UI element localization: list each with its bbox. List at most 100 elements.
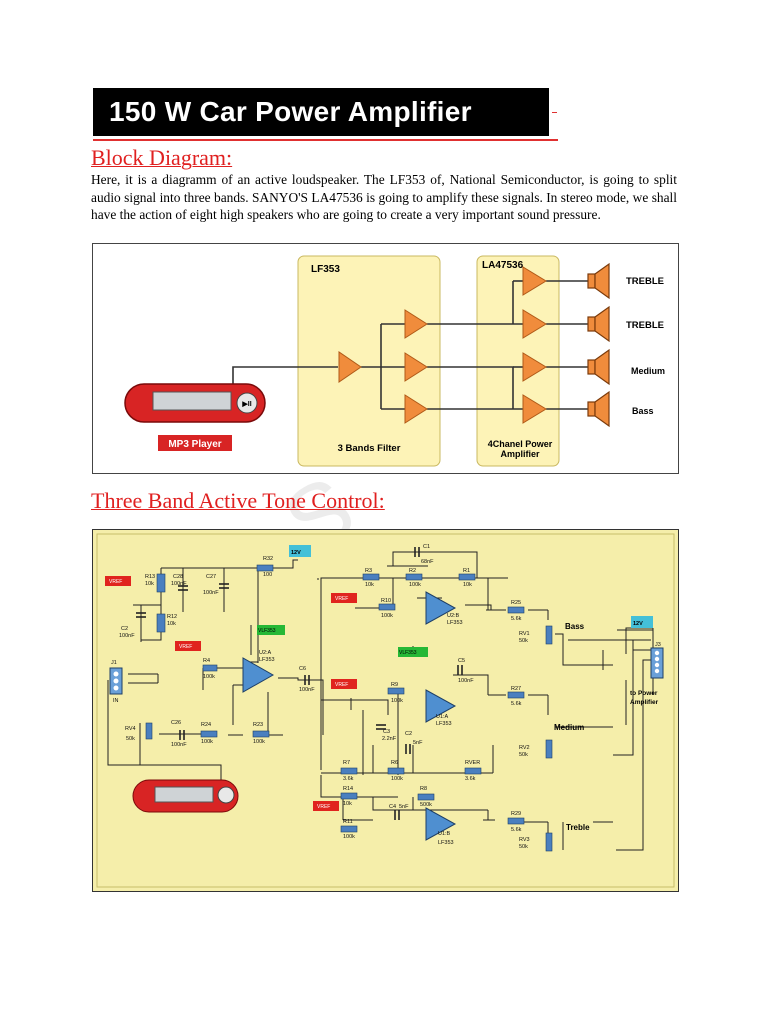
r13-label: R13 [145, 574, 155, 580]
vref-tag-4: VREF [335, 682, 348, 688]
output-label-medium: Medium [631, 366, 665, 376]
potentiometers [145, 625, 553, 852]
u1a-label: U1:A [436, 714, 449, 720]
r2-label: R2 [409, 568, 416, 574]
amp-caption-1: 4Chanel Power [488, 439, 553, 449]
r11-label: R11 [343, 819, 353, 825]
amp-caption-2: Amplifier [500, 449, 540, 459]
filter-box [297, 255, 441, 467]
c26-value: 100nF [171, 742, 187, 748]
r10-value: 100k [381, 613, 393, 619]
c2-value: 100nF [119, 633, 135, 639]
output-label-bass: Bass [632, 406, 654, 416]
r9-label: R9 [391, 682, 398, 688]
r7-value: 3.6k [343, 776, 354, 782]
amp-box [476, 255, 560, 467]
c1-value: 68nF [421, 559, 434, 565]
banner-underline [93, 139, 558, 141]
c28-value: 100nF [171, 581, 187, 587]
bass-label: Bass [565, 622, 585, 631]
schematic-mp3-player-icon [132, 779, 239, 813]
rver-label: RVER [465, 760, 480, 766]
filter-chip-label: LF353 [311, 264, 340, 275]
u2a-part: LF353 [259, 657, 275, 663]
r14-label: R14 [343, 786, 353, 792]
r27-value: 5.6k [511, 701, 522, 707]
output-label-treble-1: TREBLE [626, 276, 664, 287]
r11-value: 100k [343, 834, 355, 840]
r14-value: 10k [343, 801, 352, 807]
r3-label: R3 [365, 568, 372, 574]
r10-label: R10 [381, 598, 391, 604]
r12-value: 10k [167, 621, 176, 627]
amplifier-triangles [338, 266, 547, 424]
rv4-label: RV4 [125, 726, 136, 732]
r24-label: R24 [201, 722, 211, 728]
rv3-label: RV3 [519, 837, 530, 843]
r4-value: 100k [203, 674, 215, 680]
schematic-frame: 12V 12V VLF353 VLF353 VREF VREF VREF VRE… [92, 529, 679, 892]
j3-label: J3 [655, 642, 661, 648]
rv3-value: 50k [519, 844, 528, 850]
r25-label: R25 [511, 600, 521, 606]
c2-label: C2 [121, 626, 128, 632]
tone-control-heading: Three Band Active Tone Control: [91, 488, 385, 513]
c3-label: C3 [383, 729, 390, 735]
r4-label: R4 [203, 658, 210, 664]
r6-value: 100k [391, 776, 403, 782]
mp3-player-label: MP3 Player [168, 439, 221, 450]
rv1-value: 50k [519, 638, 528, 644]
r2-value: 100k [409, 582, 421, 588]
supply-label-2: 12V [633, 621, 643, 627]
amp-chip-label: LA47536 [482, 260, 524, 271]
supply-label-1: 12V [291, 550, 301, 556]
r9-value: 100k [391, 698, 403, 704]
voltage-tags [105, 545, 653, 811]
c1-label: C1 [423, 544, 430, 550]
rver-value: 3.6k [465, 776, 476, 782]
resistors [156, 564, 525, 833]
banner-tick [552, 112, 557, 113]
filter-caption: 3 Bands Filter [338, 443, 401, 454]
r8-value: 500k [420, 802, 432, 808]
block-diagram: LF353 3 Bands Filter LA47536 4Chanel Pow… [124, 255, 665, 467]
r1-label: R1 [463, 568, 470, 574]
output-label-treble-2: TREBLE [626, 320, 664, 331]
rv1-label: RV1 [519, 631, 530, 637]
r3-value: 10k [365, 582, 374, 588]
c5-value: 100nF [458, 678, 474, 684]
c26-label: C26 [171, 720, 181, 726]
c28-label: C28 [173, 574, 183, 580]
connectors [109, 647, 664, 695]
r23-value: 100k [253, 739, 265, 745]
svg-text:▶II: ▶II [241, 401, 251, 408]
to-amp-label-1: to Power [630, 690, 658, 697]
c6-value: 100nF [299, 687, 315, 693]
c5-label: C5 [458, 658, 465, 664]
medium-label: Medium [554, 723, 584, 732]
c2b-label: C2 [405, 731, 412, 737]
page-banner-title: 150 W Car Power Amplifier [93, 88, 549, 136]
block-diagram-frame: LF353 3 Bands Filter LA47536 4Chanel Pow… [92, 243, 679, 474]
block-wiring [232, 280, 588, 410]
to-amp-label-2: Amplifier [630, 699, 659, 706]
mp3-player-icon: ▶II [124, 383, 266, 423]
mp3-label-box [158, 435, 232, 451]
intro-paragraph: Here, it is a diagramm of an active loud… [91, 172, 677, 222]
r13-value: 10k [145, 581, 154, 587]
vcc-tag-1: VLF353 [258, 628, 276, 634]
r7-label: R7 [343, 760, 350, 766]
r24-value: 100k [201, 739, 213, 745]
vref-tag-1: VREF [109, 579, 122, 585]
c3-value: 2.2nF [382, 736, 397, 742]
c4-value: 5nF [399, 804, 409, 810]
c27-label: C27 [206, 574, 216, 580]
u2b-part: LF353 [447, 620, 463, 626]
r6-label: R6 [391, 760, 398, 766]
op-amps [242, 591, 457, 841]
j1-in: IN [113, 698, 119, 704]
vref-tag-2: VREF [179, 644, 192, 650]
rv2-value: 50k [519, 752, 528, 758]
vcc-tag-2: VLF353 [399, 650, 417, 656]
r29-label: R29 [511, 811, 521, 817]
